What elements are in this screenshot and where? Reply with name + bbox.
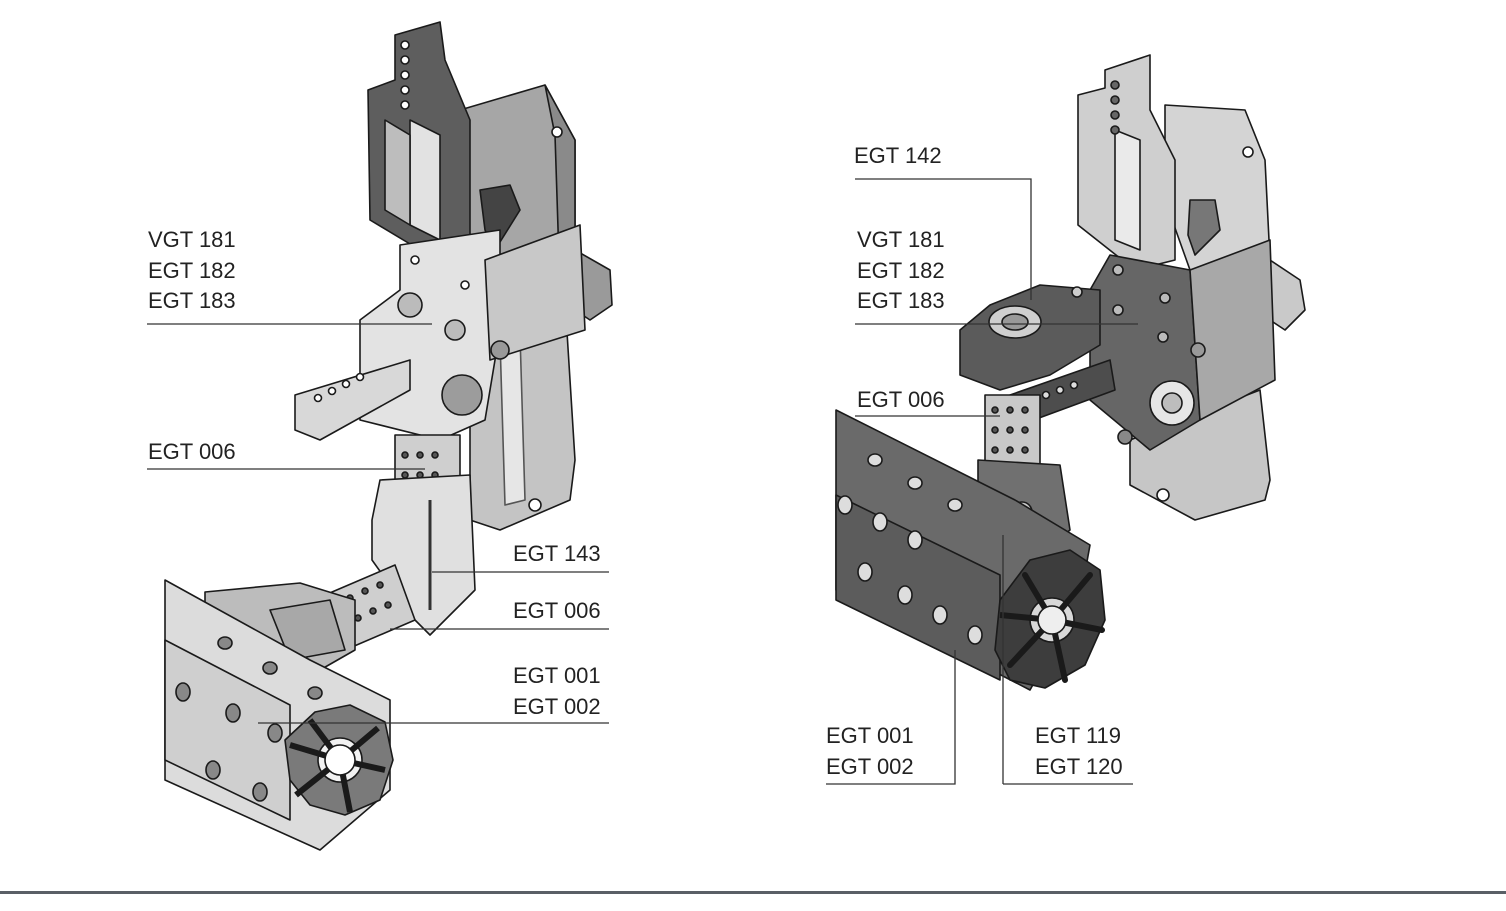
label-left-egt006-upper: EGT 006	[148, 439, 236, 464]
label-left-egt001-group: EGT 001 EGT 002	[513, 661, 601, 722]
label-right-egt142: EGT 142	[854, 143, 942, 168]
right-cylinder-body	[1129, 389, 1271, 521]
left-bracket-arm	[294, 359, 411, 441]
leader-right-egt119	[1002, 535, 1133, 785]
label-right-egt001-group: EGT 001 EGT 002	[826, 721, 914, 782]
leader-lines	[147, 178, 1138, 785]
label-right-egt119-group: EGT 119 EGT 120	[1035, 721, 1123, 782]
label-left-egt001: EGT 001	[513, 663, 601, 688]
label-left-vgt181-group: VGT 181 EGT 182 EGT 183	[148, 225, 236, 317]
label-right-vgt181-group: VGT 181 EGT 182 EGT 183	[857, 225, 945, 317]
bottom-divider	[0, 891, 1506, 894]
label-right-egt006: EGT 006	[857, 387, 945, 412]
label-right-egt001: EGT 001	[826, 723, 914, 748]
leader-right-egt001	[826, 650, 956, 785]
label-left-egt182: EGT 182	[148, 257, 236, 283]
label-left-vgt181: VGT 181	[148, 227, 236, 252]
label-left-egt183: EGT 183	[148, 288, 236, 313]
label-left-egt143: EGT 143	[513, 541, 601, 566]
label-right-vgt181: VGT 181	[857, 227, 945, 252]
label-right-egt183: EGT 183	[857, 288, 945, 313]
label-left-egt006-lower: EGT 006	[513, 598, 601, 623]
left-clamp-block	[359, 229, 501, 441]
label-right-egt120: EGT 120	[1035, 753, 1123, 779]
label-right-egt002: EGT 002	[826, 753, 914, 779]
left-assembly	[164, 21, 613, 851]
right-assembly	[835, 54, 1306, 691]
label-right-egt119: EGT 119	[1035, 723, 1122, 748]
label-right-egt182: EGT 182	[857, 257, 945, 283]
leader-right-egt142	[855, 178, 1032, 300]
label-left-egt002: EGT 002	[513, 693, 601, 719]
